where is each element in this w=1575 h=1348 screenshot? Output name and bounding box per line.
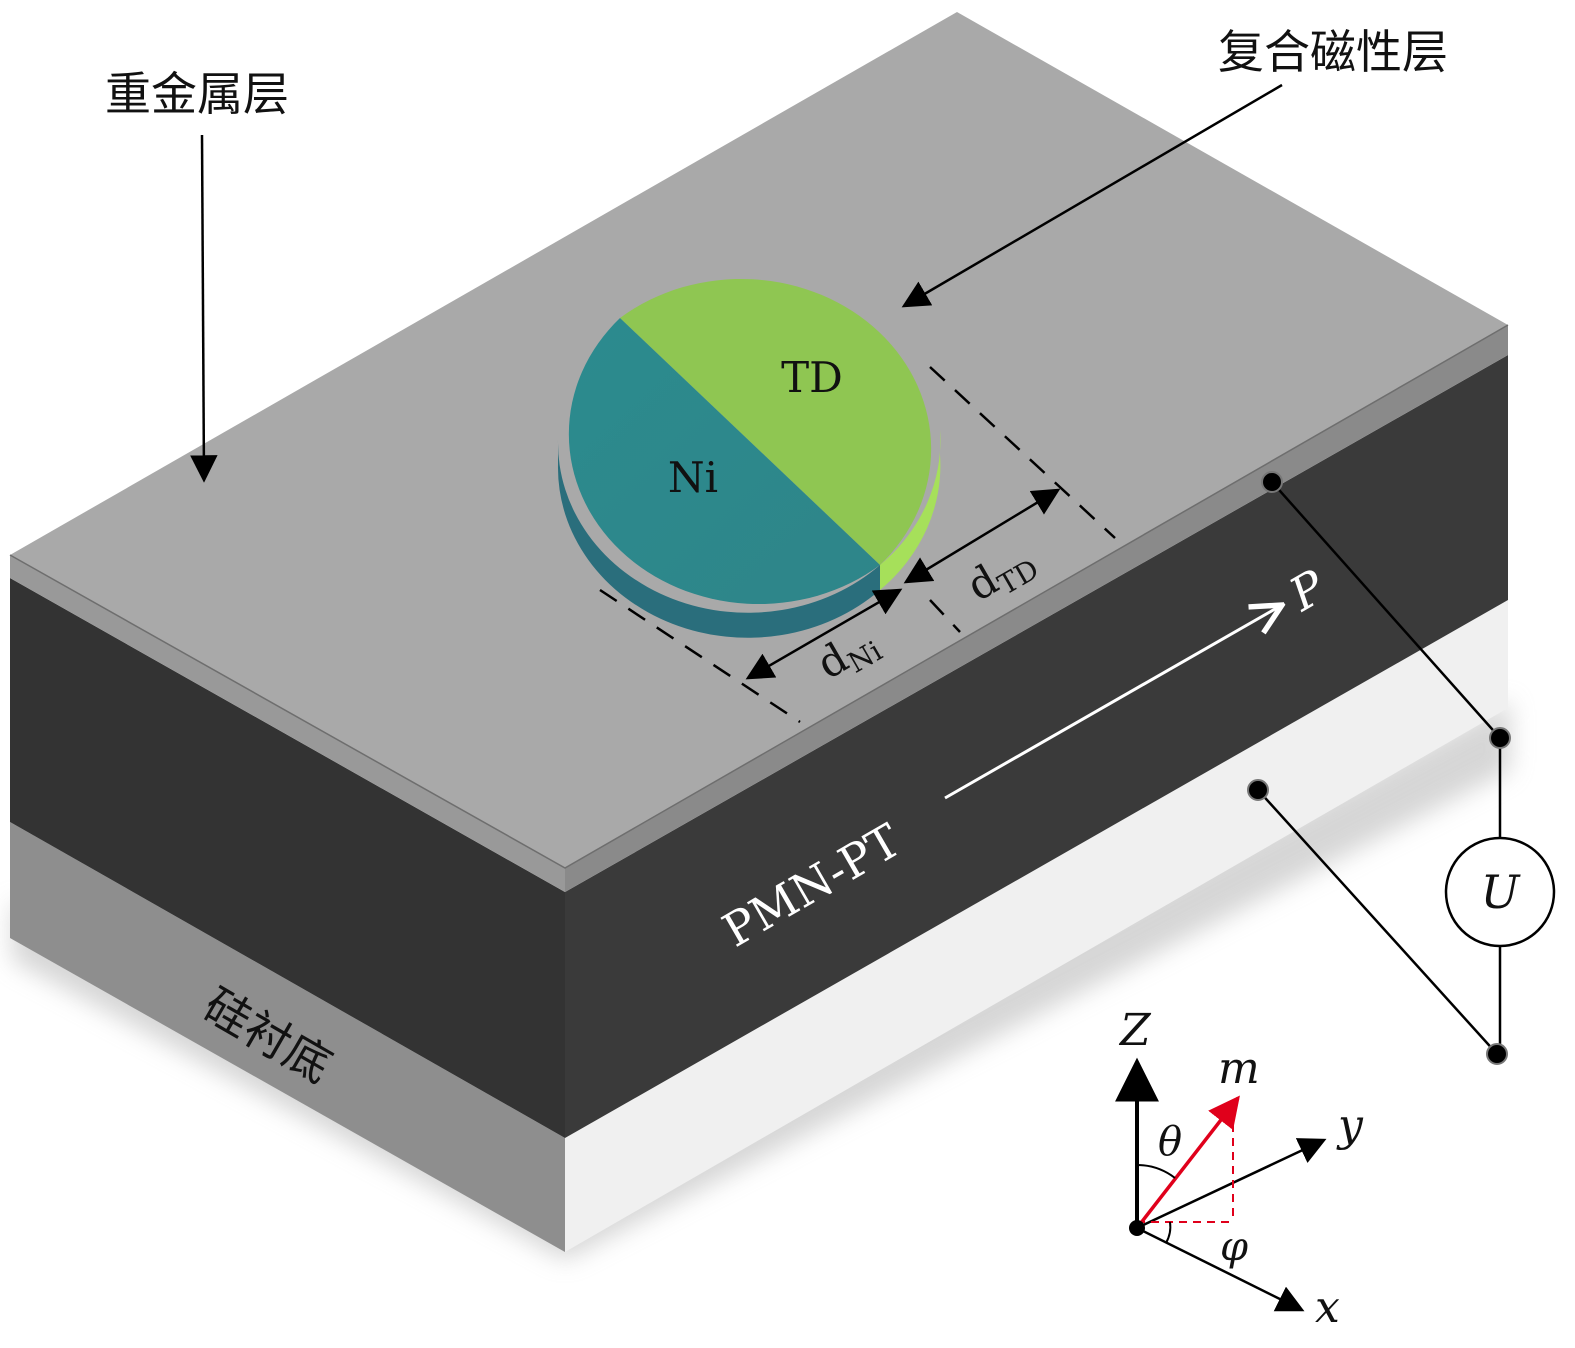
composite-layer-callout xyxy=(901,83,1283,308)
heavy-metal-front-edge xyxy=(10,555,565,892)
m-vector xyxy=(1135,1095,1240,1230)
heavy-metal-side-edge xyxy=(565,325,1508,892)
ni-half xyxy=(568,318,880,605)
heavy-metal-label: 重金属层 xyxy=(105,67,289,121)
ni-label: Ni xyxy=(668,453,718,502)
composite-disk xyxy=(557,278,941,638)
phi-arc xyxy=(1165,1221,1172,1244)
td-label: TD xyxy=(781,353,843,402)
coordinate-system xyxy=(1115,1057,1327,1312)
phi-label: φ xyxy=(1220,1224,1248,1270)
voltage-circuit xyxy=(1257,481,1502,1055)
substrate-front-face xyxy=(10,822,565,1252)
silicon-substrate xyxy=(10,600,1508,1252)
y-axis-label: y xyxy=(1336,1100,1364,1151)
polarization-arrow xyxy=(944,605,1282,800)
terminal-bottom-electrode xyxy=(1247,779,1269,801)
voltage-label: U xyxy=(1481,865,1522,919)
ni-disk-side xyxy=(557,440,880,638)
terminal-node-upper xyxy=(1489,727,1511,749)
heavy-metal-callout xyxy=(190,134,218,483)
dimension-guides xyxy=(599,366,1116,724)
x-axis-label: x xyxy=(1315,1282,1340,1333)
substrate-side-face xyxy=(565,600,1508,1252)
terminal-node-lower xyxy=(1486,1043,1508,1065)
theta-arc xyxy=(1136,1164,1176,1179)
x-axis xyxy=(1136,1226,1305,1312)
y-axis xyxy=(1136,1138,1327,1230)
circuit-terminals xyxy=(1247,471,1511,1065)
terminal-top-electrode xyxy=(1261,471,1283,493)
pmn-pt-front-face xyxy=(10,578,565,1138)
voltage-source xyxy=(1444,836,1556,948)
td-half xyxy=(620,278,932,565)
dimension-arrows xyxy=(745,488,1061,680)
theta-label: θ xyxy=(1158,1119,1182,1165)
origin-point xyxy=(1129,1220,1145,1236)
m-vector-label: m xyxy=(1218,1043,1260,1094)
z-axis-label: Z xyxy=(1118,1005,1152,1056)
composite-layer-label: 复合磁性层 xyxy=(1218,25,1448,79)
